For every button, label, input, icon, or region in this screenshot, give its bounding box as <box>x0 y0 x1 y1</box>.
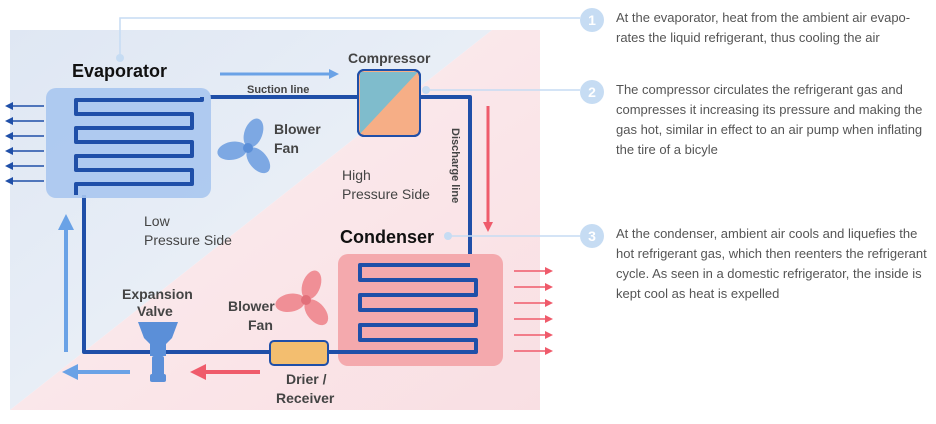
blower-fan-1-label: Blower <box>274 121 321 137</box>
step-number-badge: 3 <box>580 224 604 248</box>
discharge-line-label: Discharge line <box>449 128 461 203</box>
expansion-valve-icon <box>138 322 178 382</box>
blower-fan-1-label-2: Fan <box>274 140 299 156</box>
step-description: At the evaporator, heat from the ambient… <box>616 10 911 45</box>
cold-air-arrows <box>5 102 44 185</box>
blower-fan-icon <box>217 118 271 174</box>
callout-line-1 <box>119 17 580 58</box>
refrigerant-cycle-diagram: Evaporator Compressor Suction line Disch… <box>5 17 580 410</box>
drier-label-2: Receiver <box>276 390 335 406</box>
step-description: At the condenser, ambient air cools and … <box>616 226 927 301</box>
step-description: The compressor circulates the refrigeran… <box>616 82 923 157</box>
expansion-valve-label-2: Valve <box>137 303 173 319</box>
drier-label: Drier / <box>286 371 327 387</box>
blower-fan-icon <box>275 270 329 326</box>
compressor <box>357 69 421 137</box>
condenser-label: Condenser <box>340 227 434 247</box>
drier-receiver <box>269 340 329 366</box>
expansion-valve-label: Expansion <box>122 286 193 302</box>
step-number-badge: 2 <box>580 80 604 104</box>
evaporator-tube <box>74 97 204 195</box>
suction-line-label: Suction line <box>247 84 309 96</box>
evaporator-label: Evaporator <box>72 61 167 81</box>
high-pressure-label: High <box>342 167 371 183</box>
high-pressure-label-2: Pressure Side <box>342 186 430 202</box>
low-pressure-label-2: Pressure Side <box>144 232 232 248</box>
step-number-badge: 1 <box>580 8 604 32</box>
condenser-tube <box>338 263 478 354</box>
blower-fan-2-label-2: Fan <box>248 317 273 333</box>
hot-air-arrows <box>514 267 553 355</box>
low-pressure-label: Low <box>144 213 171 229</box>
blower-fan-2-label: Blower <box>228 298 275 314</box>
compressor-label: Compressor <box>348 50 431 66</box>
